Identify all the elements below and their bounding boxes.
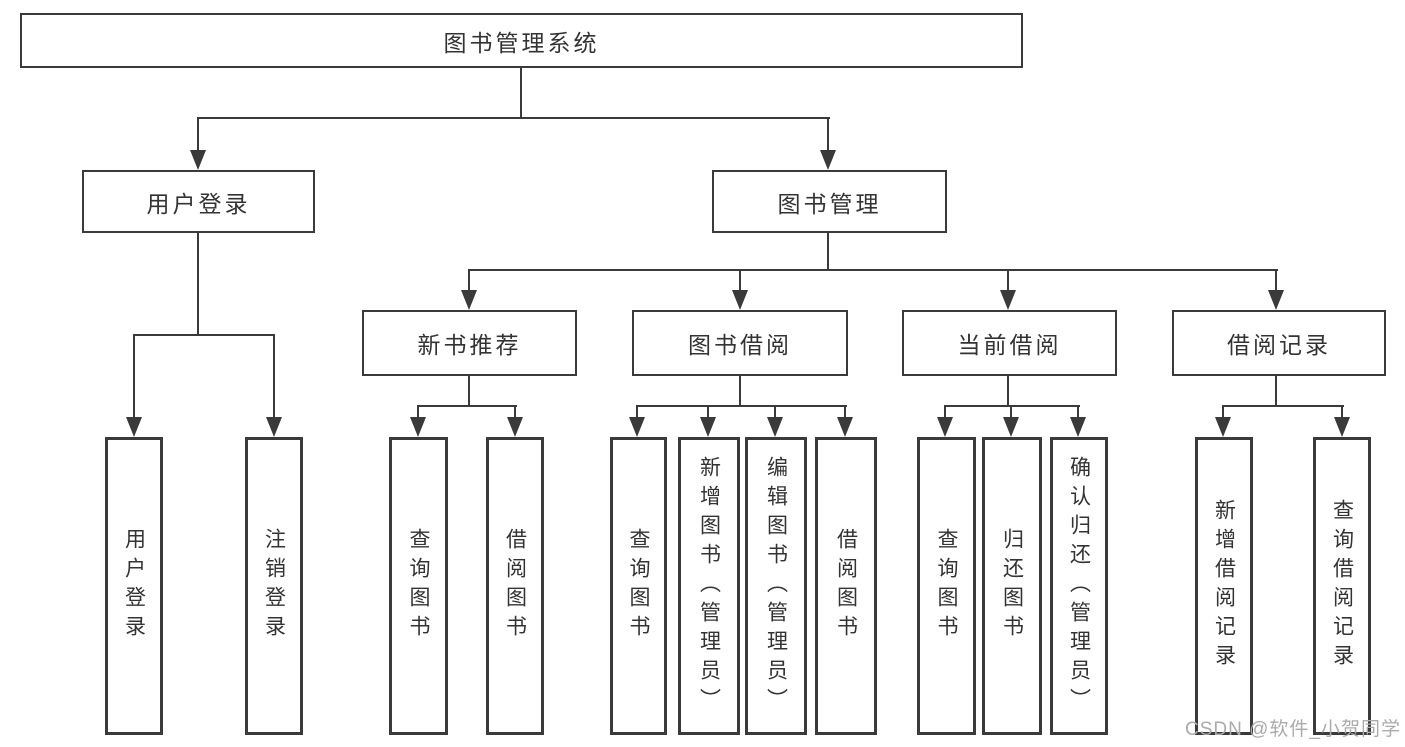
node-leaf-query-books-borrowing: 查询图书	[610, 437, 667, 735]
node-leaf-logout: 注销登录	[245, 437, 303, 735]
arrow-down-icon	[837, 417, 853, 437]
connector-line	[636, 405, 638, 419]
node-leaf-query-books-current: 查询图书	[917, 437, 976, 735]
connector-line	[417, 405, 517, 407]
node-library-management-system: 图书管理系统	[20, 13, 1023, 68]
connector-line	[1222, 405, 1224, 419]
connector-line	[1077, 405, 1079, 419]
connector-line	[133, 334, 135, 419]
node-leaf-borrow-books: 借阅图书	[815, 437, 877, 735]
connector-line	[944, 405, 1080, 407]
connector-line	[1222, 405, 1344, 407]
node-leaf-add-borrow-record: 新增借阅记录	[1195, 437, 1253, 735]
node-label: 图书管理系统	[443, 29, 600, 56]
node-leaf-return-books: 归还图书	[982, 437, 1042, 735]
node-new-book-recommendation: 新书推荐	[362, 310, 577, 376]
connector-line	[468, 269, 1278, 271]
node-label: 借阅图书	[834, 528, 858, 644]
arrow-down-icon	[820, 150, 836, 170]
node-label: 查询借阅记录	[1330, 499, 1354, 673]
arrow-down-icon	[190, 150, 206, 170]
node-leaf-borrow-books-recommend: 借阅图书	[486, 437, 544, 735]
arrow-down-icon	[266, 417, 282, 437]
node-label: 查询图书	[627, 528, 650, 644]
connector-line	[1007, 376, 1009, 407]
connector-line	[636, 405, 847, 407]
node-leaf-add-books-admin: 新增图书（管理员）	[678, 437, 740, 735]
arrow-down-icon	[1268, 290, 1284, 310]
connector-line	[468, 269, 470, 292]
connector-line	[1341, 405, 1343, 419]
connector-line	[514, 405, 516, 419]
arrow-down-icon	[1003, 417, 1019, 437]
arrow-down-icon	[767, 417, 783, 437]
node-label: 归还图书	[1000, 528, 1024, 644]
connector-line	[739, 269, 741, 292]
arrow-down-icon	[1070, 417, 1086, 437]
arrow-down-icon	[1215, 417, 1231, 437]
arrow-down-icon	[700, 417, 716, 437]
node-label: 用户登录	[146, 190, 251, 217]
connector-line	[707, 405, 709, 419]
arrow-down-icon	[732, 290, 748, 310]
node-current-borrowing: 当前借阅	[902, 310, 1117, 376]
node-label: 当前借阅	[957, 332, 1062, 358]
connector-line	[417, 405, 419, 419]
node-label: 查询图书	[935, 528, 958, 644]
node-label: 注销登录	[262, 528, 286, 644]
connector-line	[739, 376, 741, 407]
connector-line	[774, 405, 776, 419]
node-label: 新增借阅记录	[1212, 499, 1236, 673]
node-label: 图书管理	[777, 190, 882, 217]
connector-line	[827, 117, 829, 152]
arrow-down-icon	[410, 417, 426, 437]
connector-line	[844, 405, 846, 419]
connector-line	[1010, 405, 1012, 419]
node-leaf-edit-books-admin: 编辑图书（管理员）	[745, 437, 807, 735]
connector-line	[1275, 376, 1277, 407]
node-leaf-query-borrow-record: 查询借阅记录	[1313, 437, 1371, 735]
watermark-text: CSDN @软件_小贺同学	[1185, 719, 1401, 740]
node-leaf-query-books-recommend: 查询图书	[389, 437, 448, 735]
arrow-down-icon	[461, 290, 477, 310]
connector-line	[1275, 269, 1277, 292]
node-label: 图书借阅	[688, 332, 792, 358]
node-label: 查询图书	[407, 528, 430, 644]
connector-line	[273, 334, 275, 419]
node-book-borrowing: 图书借阅	[632, 310, 848, 376]
connector-line	[827, 233, 829, 271]
connector-line	[197, 117, 830, 119]
node-leaf-confirm-return-admin: 确认归还（管理员）	[1050, 437, 1108, 735]
node-label: 新增图书（管理员）	[697, 455, 721, 717]
node-label: 新书推荐	[417, 332, 522, 358]
connector-line	[197, 233, 199, 336]
connector-line	[944, 405, 946, 419]
node-leaf-user-login: 用户登录	[105, 437, 163, 735]
connector-line	[520, 68, 522, 119]
arrow-down-icon	[1334, 417, 1350, 437]
node-label: 用户登录	[122, 528, 146, 644]
connector-line	[197, 117, 199, 152]
arrow-down-icon	[629, 417, 645, 437]
node-label: 编辑图书（管理员）	[764, 455, 788, 717]
connector-line	[468, 376, 470, 407]
connector-line	[1007, 269, 1009, 292]
node-user-login: 用户登录	[82, 170, 315, 233]
arrow-down-icon	[126, 417, 142, 437]
node-label: 确认归还（管理员）	[1067, 455, 1091, 717]
arrow-down-icon	[937, 417, 953, 437]
arrow-down-icon	[507, 417, 523, 437]
arrow-down-icon	[1000, 290, 1016, 310]
node-book-management: 图书管理	[712, 170, 947, 233]
node-label: 借阅图书	[503, 528, 527, 644]
connector-line	[133, 334, 275, 336]
node-borrowing-records: 借阅记录	[1172, 310, 1386, 376]
node-label: 借阅记录	[1227, 332, 1331, 358]
